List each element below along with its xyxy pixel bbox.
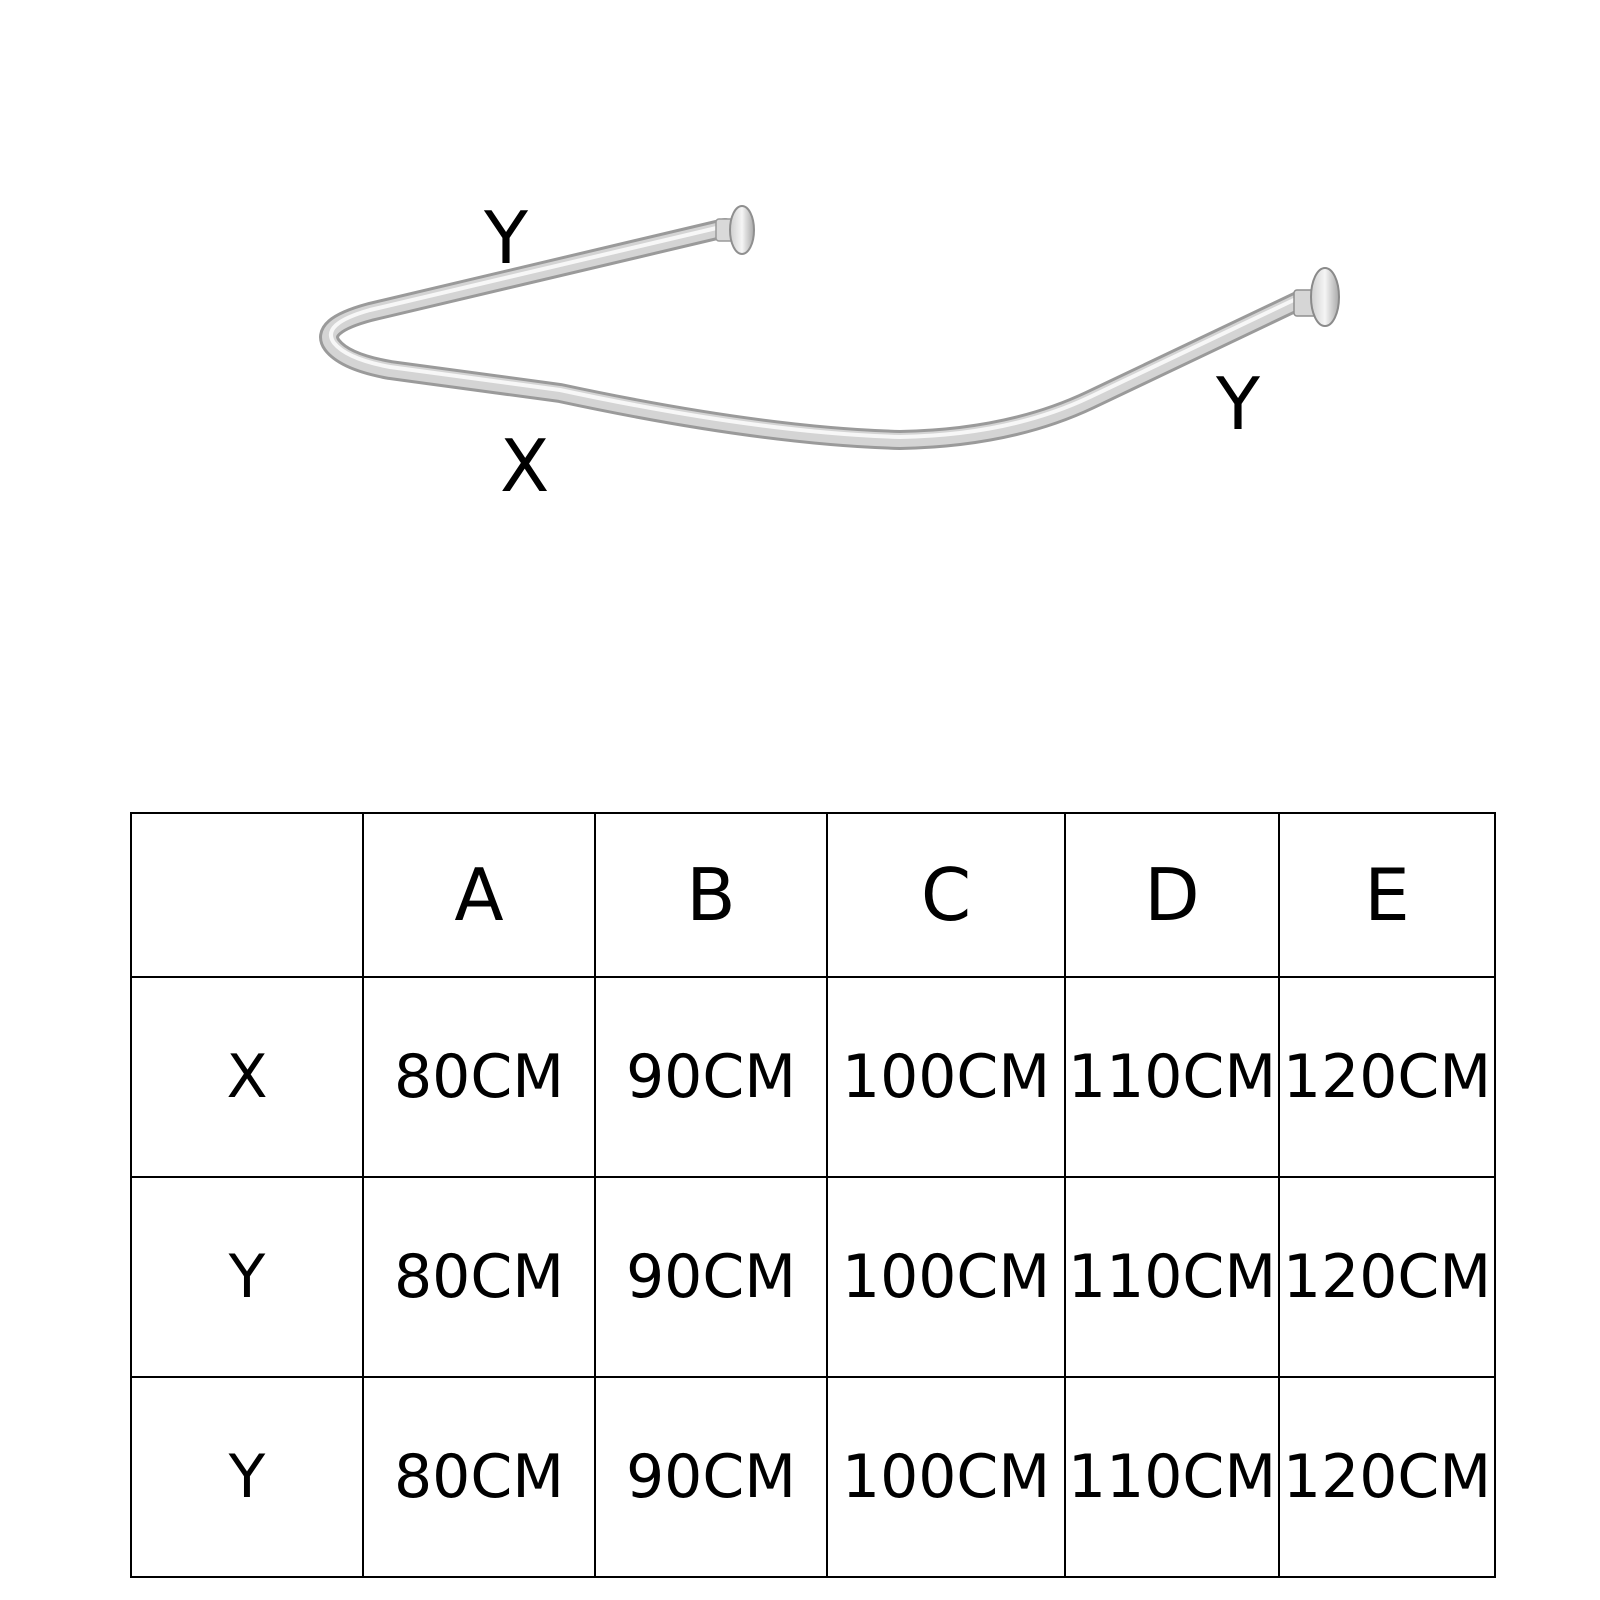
table-cell: 110CM <box>1064 976 1280 1178</box>
header-cell-e: E <box>1278 812 1496 978</box>
table-cell: 100CM <box>826 1376 1066 1578</box>
wall-flange-top <box>715 205 755 255</box>
dimension-label-x-bottom: X <box>500 424 550 508</box>
header-cell-empty <box>130 812 364 978</box>
table-cell: 100CM <box>826 976 1066 1178</box>
size-table: A B C D E X 80CM 90CM 100CM 110CM 120CM … <box>130 812 1496 1578</box>
header-cell-c: C <box>826 812 1066 978</box>
row-label: X <box>130 976 364 1178</box>
table-cell: 90CM <box>594 1176 828 1378</box>
table-cell: 80CM <box>362 1376 596 1578</box>
row-label: Y <box>130 1176 364 1378</box>
table-cell: 90CM <box>594 1376 828 1578</box>
dimension-label-y-top: Y <box>484 196 528 280</box>
row-label: Y <box>130 1376 364 1578</box>
table-cell: 110CM <box>1064 1376 1280 1578</box>
table-row: Y 80CM 90CM 100CM 110CM 120CM <box>130 1176 1496 1378</box>
curtain-rod <box>319 218 1310 450</box>
header-cell-a: A <box>362 812 596 978</box>
table-cell: 120CM <box>1278 1176 1496 1378</box>
table-cell: 80CM <box>362 976 596 1178</box>
table-cell: 120CM <box>1278 1376 1496 1578</box>
table-header-row: A B C D E <box>130 812 1496 978</box>
dimension-label-y-right: Y <box>1216 362 1260 446</box>
table-cell: 110CM <box>1064 1176 1280 1378</box>
table-cell: 100CM <box>826 1176 1066 1378</box>
table-cell: 120CM <box>1278 976 1496 1178</box>
table-row: Y 80CM 90CM 100CM 110CM 120CM <box>130 1376 1496 1578</box>
table-cell: 90CM <box>594 976 828 1178</box>
table-cell: 80CM <box>362 1176 596 1378</box>
table-row: X 80CM 90CM 100CM 110CM 120CM <box>130 976 1496 1178</box>
u-shaped-curtain-rod-diagram <box>319 205 1340 450</box>
wall-flange-right <box>1293 267 1340 327</box>
header-cell-b: B <box>594 812 828 978</box>
header-cell-d: D <box>1064 812 1280 978</box>
